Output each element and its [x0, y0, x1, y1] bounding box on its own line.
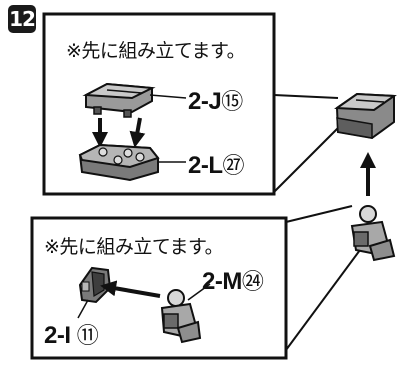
part-label-2m: 2-M㉔: [202, 264, 264, 296]
part-number: ⑮: [221, 90, 243, 115]
assembly-arrow-right: [129, 117, 146, 148]
part-code: 2-M: [202, 268, 242, 295]
insert-arrow: [100, 280, 161, 298]
part-2l-base: [78, 143, 160, 182]
part-label-2j: 2-J⑮: [188, 84, 243, 116]
part-code: 2-L: [188, 152, 223, 179]
part-code: 2-I: [44, 322, 71, 349]
arm-assembly-right: [350, 205, 396, 262]
lower-assembly-note: ※先に組み立てます。: [44, 236, 224, 258]
part-2j-cover: [82, 82, 156, 118]
step-number-badge: 12: [8, 5, 36, 33]
part-number: ⑪: [76, 324, 99, 349]
part-code: 2-J: [188, 88, 222, 115]
part-label-2l: 2-L㉗: [188, 148, 245, 180]
leader-2i: [77, 299, 89, 319]
lower-callout-line-bottom: [285, 249, 361, 351]
leader-2m: [187, 283, 211, 301]
upper-callout-line-bottom: [273, 127, 339, 193]
upper-callout-line-top: [273, 94, 339, 99]
finished-assembly: [334, 92, 397, 140]
part-label-2i: 2-I ⑪: [44, 318, 99, 350]
lower-callout-line-top: [285, 205, 353, 223]
part-number: ㉗: [222, 154, 245, 179]
part-2m-arm: [160, 289, 202, 344]
part-number: ㉔: [241, 270, 264, 295]
upper-assembly-note: ※先に組み立てます。: [66, 40, 246, 62]
lower-panel-box: [30, 216, 288, 360]
leader-2j: [149, 94, 187, 99]
